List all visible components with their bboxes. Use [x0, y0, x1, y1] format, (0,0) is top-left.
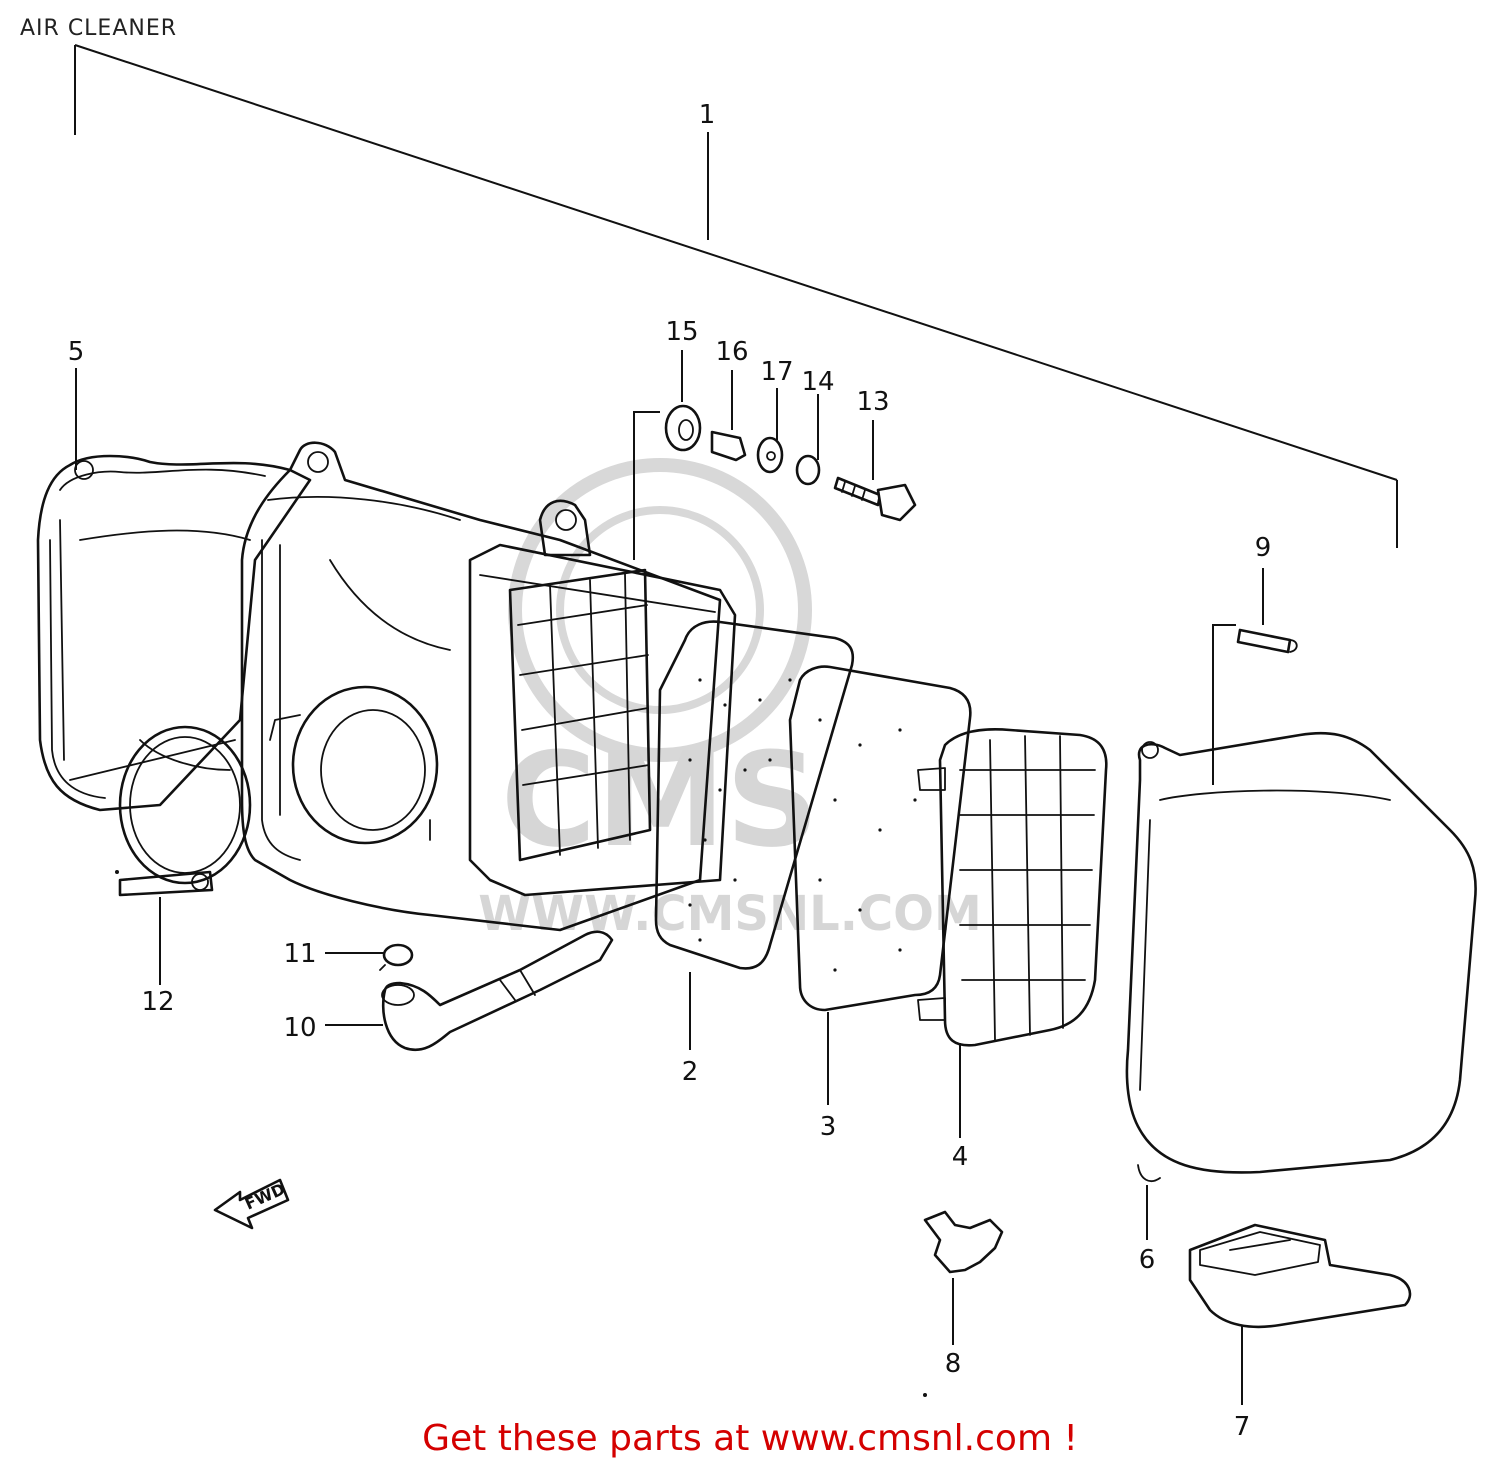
page-title: AIR CLEANER [20, 16, 178, 41]
callout-13: 13 [856, 387, 889, 417]
part-10-drain-hose [381, 930, 614, 1051]
fwd-label: FWD [242, 1179, 288, 1213]
watermark-url: WWW.CMSNL.COM [478, 886, 982, 942]
part-15-grommet [664, 404, 702, 452]
part-11-hose-clip [379, 943, 414, 971]
case-filter-grid [508, 568, 652, 862]
cta-link-text[interactable]: Get these parts at www.cmsnl.com ! [422, 1418, 1078, 1459]
callout-4: 4 [952, 1142, 969, 1172]
callout-8: 8 [945, 1349, 962, 1379]
callout-9: 9 [1255, 533, 1272, 563]
callout-17: 17 [760, 357, 793, 387]
callout-6: 6 [1139, 1245, 1156, 1275]
forward-direction-arrow: FWD [213, 1178, 290, 1230]
callout-10: 10 [283, 1013, 316, 1043]
callout-5: 5 [68, 337, 85, 367]
part-4-filter-cage [917, 728, 1108, 1047]
callout-14: 14 [801, 367, 834, 397]
part-2-filter-element [654, 620, 855, 970]
callout-12: 12 [141, 987, 174, 1017]
callout-15: 15 [665, 317, 698, 347]
part-16-collar [710, 430, 747, 462]
part-14-lock-washer [795, 454, 821, 486]
callout-3: 3 [820, 1112, 837, 1142]
part-7-intake-duct [1188, 1223, 1412, 1329]
part-8-clip [923, 1210, 1004, 1274]
callout-2: 2 [682, 1057, 699, 1087]
callout-7: 7 [1234, 1412, 1251, 1442]
leader-lines [74, 44, 1398, 1405]
part-17-washer [756, 436, 784, 474]
part-12-intake-clamp [118, 725, 252, 897]
part-3-filter-element [788, 665, 972, 1012]
air-cleaner-case [240, 441, 737, 932]
callout-1: 1 [699, 100, 716, 130]
part-5-rear-cover [36, 454, 312, 812]
part-9-screw [1236, 628, 1298, 654]
part-6-front-cover [1125, 731, 1477, 1182]
callout-11: 11 [283, 939, 316, 969]
callout-labels: 1 2 3 4 5 6 7 8 9 10 11 12 13 14 15 16 1… [68, 100, 1272, 1442]
callout-16: 16 [715, 337, 748, 367]
part-13-bolt [833, 476, 917, 522]
